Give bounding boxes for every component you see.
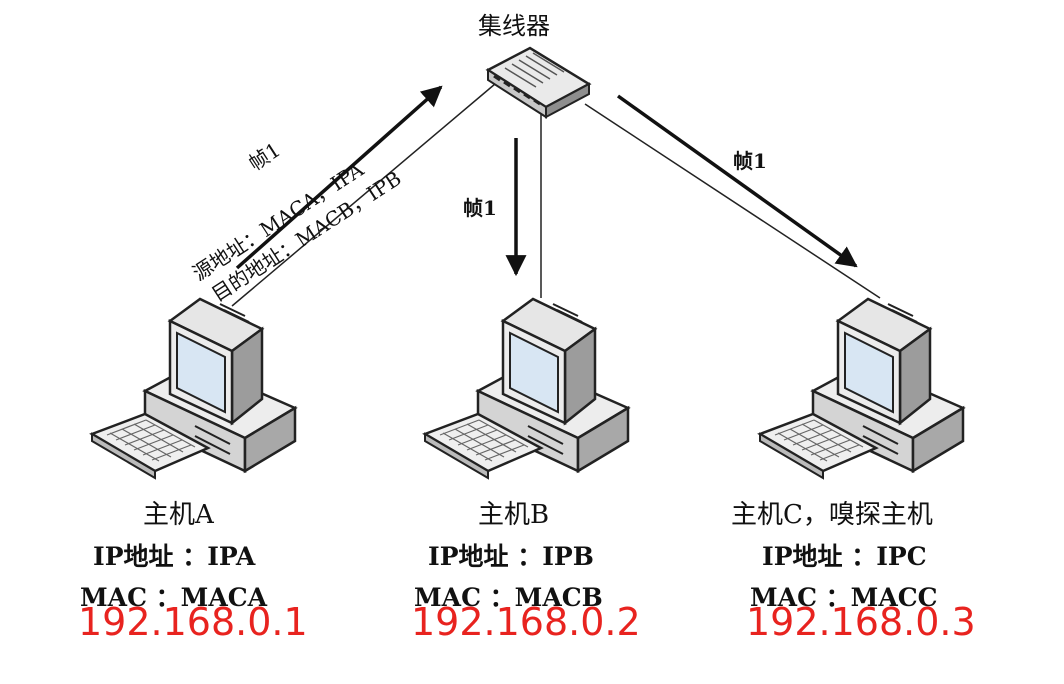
- host-c-mac-line: MAC ：MACC: [750, 583, 938, 612]
- hub-icon: [485, 46, 592, 119]
- host-c-title: 主机C，嗅探主机: [731, 500, 933, 530]
- host-a-title: 主机A: [143, 500, 214, 530]
- host-a-computer-icon: [90, 297, 297, 480]
- host-a-ip-address: 192.168.0.1: [78, 600, 308, 644]
- host-c-ip-line: IP地址 ：IPC: [762, 542, 927, 571]
- frame-label-to-b: 帧1: [463, 196, 497, 220]
- cable-c: [584, 103, 881, 299]
- host-b-ip-address: 192.168.0.2: [411, 600, 641, 644]
- host-c-computer-icon: [758, 297, 965, 480]
- cable-a: [231, 83, 496, 307]
- host-b-title: 主机B: [478, 500, 550, 530]
- host-b-ip-line: IP地址 ：IPB: [428, 542, 594, 571]
- host-b-computer-icon: [423, 297, 630, 480]
- host-a-mac-line: MAC ：MACA: [80, 583, 268, 612]
- frame-arrow-to-hub: [235, 85, 443, 270]
- host-c-ip-address: 192.168.0.3: [746, 600, 976, 644]
- host-b-mac-line: MAC ：MACB: [414, 583, 603, 612]
- frame-arrow-to-c: [616, 94, 858, 268]
- host-a-ip-line: IP地址 ：IPA: [93, 542, 256, 571]
- frame-label-to-c: 帧1: [733, 149, 767, 173]
- hub-label: 集线器: [478, 12, 550, 40]
